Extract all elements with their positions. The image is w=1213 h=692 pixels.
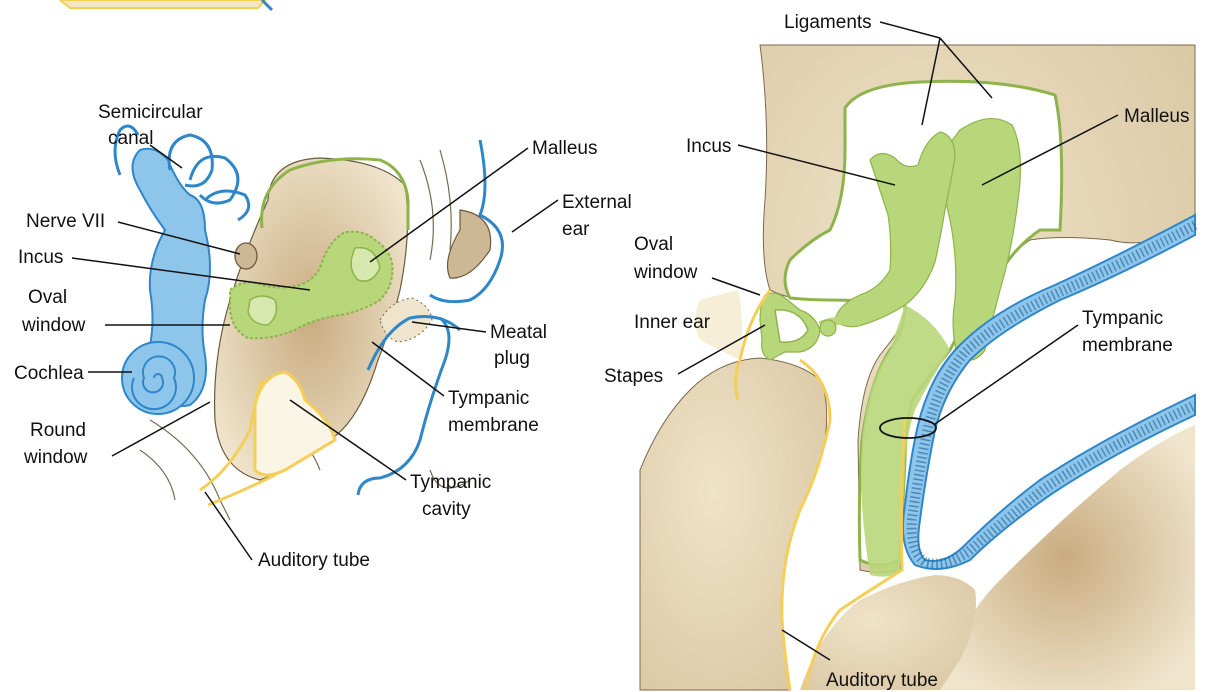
left-diagram [115, 126, 503, 520]
label-oval-window-right-1: Oval [634, 234, 673, 255]
label-inner-ear: Inner ear [634, 312, 711, 333]
cochlea-shape [122, 342, 194, 414]
label-oval-window-right-2: window [633, 262, 698, 283]
label-malleus-right: Malleus [1124, 106, 1189, 127]
label-incus-left: Incus [18, 247, 63, 268]
label-tympanic-membrane-right-1: Tympanic [1082, 308, 1163, 329]
label-tympanic-cavity-2: cavity [422, 499, 471, 520]
label-tympanic-membrane-left-1: Tympanic [448, 388, 529, 409]
label-stapes: Stapes [604, 366, 663, 387]
label-malleus-left: Malleus [532, 138, 597, 159]
label-nerve-vii: Nerve VII [26, 211, 105, 232]
label-external-ear-2: ear [562, 219, 590, 240]
label-tympanic-cavity-1: Tympanic [410, 472, 491, 493]
label-external-ear-1: External [562, 192, 632, 213]
top-left-fragment [60, 0, 272, 10]
label-semicircular-canal-1: Semicircular [98, 102, 203, 123]
label-oval-window-left-2: window [21, 315, 86, 336]
label-semicircular-canal-2: canal [108, 128, 153, 149]
label-round-window-1: Round [30, 420, 86, 441]
nerve-vii-shape [235, 243, 257, 269]
label-cochlea: Cochlea [14, 363, 84, 384]
label-tympanic-membrane-left-2: membrane [448, 415, 539, 436]
label-auditory-tube-left: Auditory tube [258, 550, 370, 571]
label-meatal-plug-2: plug [494, 348, 530, 369]
label-round-window-2: window [23, 447, 88, 468]
label-oval-window-left-1: Oval [28, 287, 67, 308]
label-ligaments: Ligaments [784, 12, 872, 33]
label-incus-right: Incus [686, 136, 731, 157]
label-tympanic-membrane-right-2: membrane [1082, 335, 1173, 356]
label-meatal-plug-1: Meatal [490, 322, 547, 343]
label-auditory-tube-right: Auditory tube [826, 670, 938, 691]
